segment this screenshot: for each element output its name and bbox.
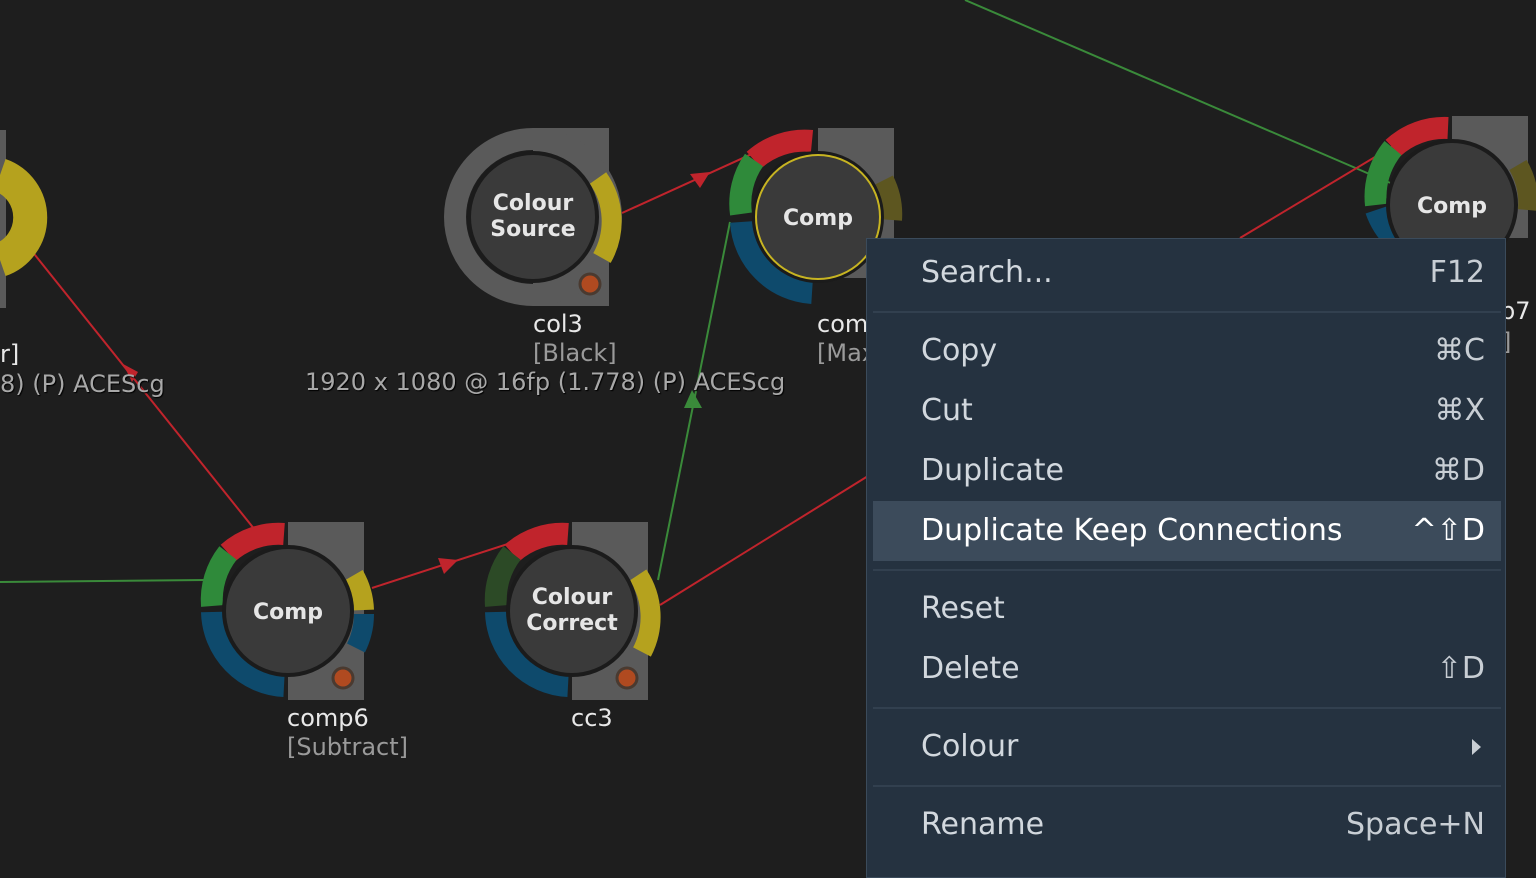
node-col3-title-1: Colour — [493, 191, 574, 216]
node-left-partial[interactable] — [0, 130, 48, 308]
menu-item-duplicate[interactable]: Duplicate ⌘D — [873, 441, 1501, 501]
menu-item-shortcut: ⌘X — [1434, 393, 1485, 428]
node-col3-title-2: Source — [490, 217, 575, 242]
node-comp6-mode: [Subtract] — [287, 733, 408, 761]
menu-item-colour[interactable]: Colour — [873, 717, 1501, 777]
node-comp7[interactable]: Comp — [1364, 116, 1536, 271]
wire-green-left[interactable] — [0, 579, 206, 583]
menu-separator — [873, 707, 1501, 709]
menu-item-cut[interactable]: Cut ⌘X — [873, 381, 1501, 441]
wire-col3-to-comp[interactable] — [621, 147, 766, 214]
menu-item-label: Delete — [921, 651, 1020, 686]
menu-item-search[interactable]: Search... F12 — [873, 243, 1501, 303]
node-cc3[interactable]: Colour Correct — [484, 522, 661, 700]
menu-item-shortcut: ⇧D — [1436, 651, 1485, 686]
node-comp7-title: Comp — [1417, 194, 1487, 219]
node-cc3-title-1: Colour — [532, 585, 613, 610]
node-comp6[interactable]: Comp — [200, 522, 375, 700]
menu-item-duplicate-keep-connections[interactable]: Duplicate Keep Connections ^⇧D — [873, 501, 1501, 561]
node-col3-mode: [Black] — [533, 339, 617, 367]
menu-item-label: Cut — [921, 393, 973, 428]
node-col3[interactable]: Colour Source — [444, 128, 622, 306]
node-left-name: r] — [0, 340, 20, 368]
wires — [0, 0, 1396, 606]
menu-item-copy[interactable]: Copy ⌘C — [873, 321, 1501, 381]
wire-arrow-col3 — [690, 172, 710, 188]
submenu-arrow-icon — [1472, 739, 1481, 755]
menu-item-rename[interactable]: Rename Space+N — [873, 795, 1501, 855]
menu-item-shortcut: ⌘C — [1434, 333, 1485, 368]
menu-item-label: Rename — [921, 807, 1045, 842]
menu-separator — [873, 785, 1501, 787]
wire-left-to-comp6[interactable] — [14, 229, 256, 531]
node-left-info: 8) (P) ACEScg — [0, 370, 165, 398]
node-comp-top-name: com — [817, 310, 869, 338]
node-cc3-title-2: Correct — [526, 611, 618, 636]
node-col3-name: col3 — [533, 310, 583, 338]
menu-item-shortcut: ⌘D — [1431, 453, 1485, 488]
wire-arrow-cc3 — [684, 390, 702, 408]
context-menu: Search... F12 Copy ⌘C Cut ⌘X Duplicate ⌘… — [866, 238, 1506, 878]
menu-item-label: Copy — [921, 333, 998, 368]
menu-item-shortcut: Space+N — [1346, 807, 1485, 842]
wire-red-top-right[interactable] — [1239, 144, 1396, 239]
menu-item-delete[interactable]: Delete ⇧D — [873, 639, 1501, 699]
menu-item-shortcut: ^⇧D — [1411, 513, 1485, 548]
menu-item-label: Search... — [921, 255, 1053, 290]
menu-item-label: Reset — [921, 591, 1005, 626]
node-comp-top-title: Comp — [783, 206, 853, 231]
menu-item-label: Colour — [921, 729, 1019, 764]
menu-item-reset[interactable]: Reset — [873, 579, 1501, 639]
node-cc3-name: cc3 — [571, 704, 613, 732]
wire-green-top[interactable] — [964, 0, 1396, 186]
menu-separator — [873, 569, 1501, 571]
wire-arrow-left — [123, 364, 138, 382]
node-comp7-mode: ] — [1502, 328, 1512, 356]
node-comp6-title: Comp — [253, 600, 323, 625]
menu-item-label: Duplicate — [921, 453, 1064, 488]
node-comp-top[interactable]: Comp — [729, 128, 903, 304]
wire-arrow-comp6 — [438, 558, 458, 574]
wire-cc3-to-right[interactable] — [659, 475, 869, 606]
node-comp6-name: comp6 — [287, 704, 369, 732]
node-col3-info: 1920 x 1080 @ 16fp (1.778) (P) ACEScg — [305, 368, 786, 396]
menu-item-label: Duplicate Keep Connections — [921, 513, 1343, 548]
menu-item-shortcut: F12 — [1429, 255, 1485, 290]
menu-separator — [873, 311, 1501, 313]
